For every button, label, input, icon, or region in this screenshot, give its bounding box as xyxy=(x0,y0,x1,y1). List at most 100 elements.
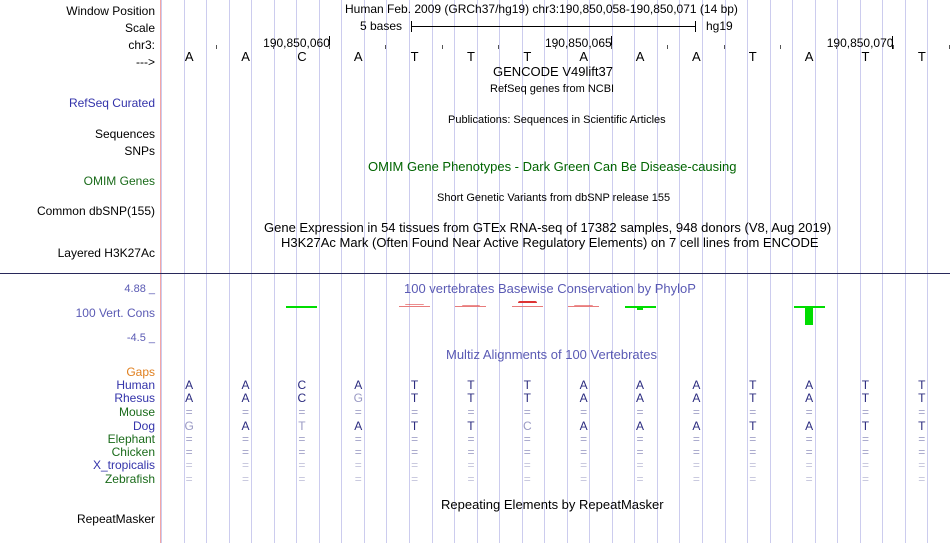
gridline xyxy=(770,0,771,543)
gridline xyxy=(229,0,230,543)
phylop-bar-cap xyxy=(286,306,318,308)
label-layered-h3k27ac[interactable]: Layered H3K27Ac xyxy=(57,246,155,260)
alignment-gap: = xyxy=(523,405,531,419)
alignment-base: G xyxy=(184,419,194,433)
reference-base: T xyxy=(748,49,757,64)
species-label-gaps[interactable]: Gaps xyxy=(126,365,155,379)
gridline xyxy=(274,0,275,543)
phylop-baseline-whisker xyxy=(511,306,543,307)
alignment-gap: = xyxy=(467,458,475,472)
ruler-tick-minor xyxy=(667,45,668,49)
gridline xyxy=(657,0,658,543)
alignment-gap: = xyxy=(636,445,644,459)
gridline xyxy=(747,0,748,543)
alignment-base: T xyxy=(467,391,475,405)
phylop-baseline-whisker xyxy=(455,306,487,307)
reference-base: A xyxy=(579,49,588,64)
scale-text: 5 bases xyxy=(360,19,403,33)
species-label-rhesus[interactable]: Rhesus xyxy=(114,391,155,405)
gridline xyxy=(206,0,207,543)
label-column-separator xyxy=(160,0,161,543)
alignment-base: T xyxy=(523,391,531,405)
ruler-tick-minor xyxy=(385,45,386,49)
alignment-base: C xyxy=(297,391,307,405)
species-label-mouse[interactable]: Mouse xyxy=(118,405,155,419)
label-snps[interactable]: SNPs xyxy=(124,144,155,158)
reference-base: T xyxy=(410,49,419,64)
gridline xyxy=(725,0,726,543)
alignment-base: T xyxy=(861,378,870,392)
gridline xyxy=(454,0,455,543)
gridline xyxy=(184,0,185,543)
alignment-base: T xyxy=(467,378,475,392)
alignment-gap: = xyxy=(749,405,757,419)
alignment-base: T xyxy=(749,391,757,405)
species-label-chicken[interactable]: Chicken xyxy=(111,445,155,459)
gridline xyxy=(386,0,387,543)
alignment-gap: = xyxy=(411,432,419,446)
label-sequences[interactable]: Sequences xyxy=(94,127,155,141)
label-refseq-curated[interactable]: RefSeq Curated xyxy=(68,96,155,110)
alignment-gap: = xyxy=(298,472,306,486)
gridline xyxy=(882,0,883,543)
gridline xyxy=(815,0,816,543)
alignment-gap: = xyxy=(692,405,700,419)
alignment-base: A xyxy=(805,378,814,392)
alignment-gap: = xyxy=(185,458,193,472)
alignment-gap: = xyxy=(692,458,700,472)
gtex-track-title: Gene Expression in 54 tissues from GTEx … xyxy=(264,220,832,235)
species-label-zebrafish[interactable]: Zebrafish xyxy=(104,472,155,486)
ruler-tick-minor xyxy=(893,45,894,49)
alignment-base: T xyxy=(918,378,926,392)
species-label-x-tropicalis[interactable]: X_tropicalis xyxy=(92,458,155,472)
reference-base: A xyxy=(804,49,814,64)
alignment-gap: = xyxy=(636,432,644,446)
alignment-gap: = xyxy=(354,432,362,446)
alignment-gap: = xyxy=(354,458,362,472)
label-repeatmasker[interactable]: RepeatMasker xyxy=(76,512,155,526)
alignment-gap: = xyxy=(185,445,193,459)
label-omim-genes[interactable]: OMIM Genes xyxy=(83,174,155,188)
alignment-gap: = xyxy=(185,472,193,486)
reference-base: A xyxy=(241,49,250,64)
conservation-top-divider-left xyxy=(0,273,161,274)
gridline xyxy=(860,0,861,543)
gridline xyxy=(634,0,635,543)
gridline xyxy=(792,0,793,543)
reference-base: C xyxy=(297,49,307,64)
label-100-vert-cons[interactable]: 100 Vert. Cons xyxy=(75,306,155,320)
gridline xyxy=(432,0,433,543)
alignment-gap: = xyxy=(805,472,813,486)
ruler-tick-minor xyxy=(273,45,274,49)
phylop-track-title: 100 vertebrates Basewise Conservation by… xyxy=(404,281,696,296)
ruler-tick-minor xyxy=(216,45,217,49)
alignment-base: A xyxy=(241,419,250,433)
publications-track-title: Publications: Sequences in Scientific Ar… xyxy=(448,114,666,126)
ruler-tick-minor xyxy=(724,45,725,49)
base-gridlines xyxy=(161,0,950,543)
label-chrom[interactable]: chr3: xyxy=(128,38,155,52)
label-common-dbsnp[interactable]: Common dbSNP(155) xyxy=(36,204,155,218)
alignment-gap: = xyxy=(861,405,869,419)
alignment-base: A xyxy=(692,419,701,433)
species-label-dog[interactable]: Dog xyxy=(132,419,155,433)
alignment-gap: = xyxy=(298,405,306,419)
phylop-bar-positive xyxy=(804,306,814,326)
alignment-gap: = xyxy=(805,432,813,446)
gridline xyxy=(499,0,500,543)
alignment-base: T xyxy=(410,419,419,433)
species-label-human[interactable]: Human xyxy=(116,378,155,392)
label-scale[interactable]: Scale xyxy=(124,21,155,35)
species-label-elephant[interactable]: Elephant xyxy=(107,432,155,446)
phylop-conservation-plot[interactable] xyxy=(161,274,950,336)
reference-base: A xyxy=(635,49,645,64)
alignment-base: T xyxy=(749,378,757,392)
reference-base: T xyxy=(466,49,475,64)
label-window-position[interactable]: Window Position xyxy=(66,4,155,18)
label-strand-arrow[interactable]: ---> xyxy=(136,55,155,69)
phylop-bar-cap xyxy=(624,306,656,308)
alignment-gap: = xyxy=(580,445,588,459)
alignment-gap: = xyxy=(636,458,644,472)
alignment-base: A xyxy=(579,419,588,433)
gridline xyxy=(409,0,410,543)
